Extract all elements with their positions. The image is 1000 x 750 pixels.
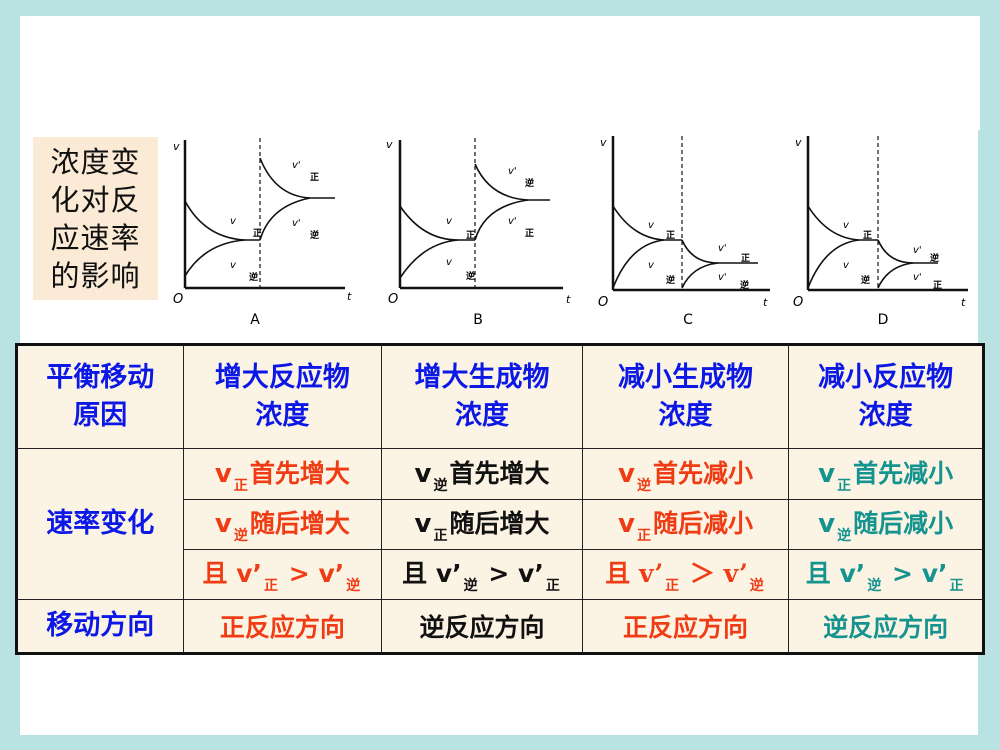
svg-text:v': v' [292,218,301,229]
x-axis-label: t [347,290,352,303]
svg-text:逆: 逆 [666,274,675,286]
rate-row-label: 速率变化 [16,448,184,600]
direction-cell-4: 逆反应方向 [788,599,984,654]
svg-text:O: O [598,295,608,310]
svg-text:逆: 逆 [861,274,870,286]
svg-text:v: v [386,138,393,151]
svg-text:v': v' [913,272,922,283]
svg-text:逆: 逆 [249,271,258,283]
equilibrium-table: 平衡移动原因 增大反应物浓度 增大生成物浓度 减小生成物浓度 减小反应物浓度 速… [15,343,985,655]
chart-b-plot: v O t v 正 v 逆 v' 逆 v' 正 B [386,138,571,328]
rate-cell-2-compare: 且 v’逆 > v’正 [381,549,583,600]
svg-text:O: O [793,295,803,310]
header-row-label: 平衡移动原因 [16,344,184,449]
side-label-box: 浓度变化对反应速率的影响 [33,137,158,300]
svg-text:t: t [961,296,966,309]
rate-cell-1-compare: 且 v’正 > v’逆 [182,549,383,600]
svg-text:v: v [843,220,850,231]
direction-row: 移动方向 正反应方向 逆反应方向 正反应方向 逆反应方向 [16,599,984,654]
svg-text:正: 正 [741,253,750,264]
svg-text:v: v [648,220,655,231]
svg-text:正: 正 [933,280,942,291]
svg-text:正: 正 [466,230,475,241]
rate-cell-4-compare: 且 v’逆 > v’正 [788,549,984,600]
svg-text:t: t [566,293,571,306]
svg-text:v: v [600,136,607,149]
chart-a: v O t v 正 v 逆 v' 正 v' 逆 A [165,128,365,333]
svg-text:v': v' [913,245,922,256]
header-col-1: 增大反应物浓度 [182,344,383,449]
chart-label: A [250,312,260,328]
svg-text:v': v' [508,166,517,177]
svg-text:v': v' [508,216,517,227]
chart-label: D [878,312,889,328]
svg-text:逆: 逆 [466,270,475,282]
svg-text:v: v [446,216,453,227]
svg-text:O: O [388,292,398,307]
svg-text:正: 正 [310,172,319,183]
svg-text:v': v' [292,160,301,171]
chart-b: v O t v 正 v 逆 v' 逆 v' 正 B [378,128,578,333]
svg-text:t: t [763,296,768,309]
header-col-4: 减小反应物浓度 [788,344,984,449]
svg-text:正: 正 [863,230,872,241]
header-row: 平衡移动原因 增大反应物浓度 增大生成物浓度 减小生成物浓度 减小反应物浓度 [16,344,984,449]
chart-label: C [683,312,693,328]
svg-text:正: 正 [666,230,675,241]
y-axis-label: v [173,140,180,153]
svg-text:正: 正 [253,228,262,239]
direction-cell-1: 正反应方向 [182,599,383,654]
origin-label: O [173,292,183,307]
svg-text:v': v' [718,243,727,254]
svg-text:逆: 逆 [310,229,319,241]
direction-row-label: 移动方向 [16,599,184,654]
side-label: 浓度变化对反应速率的影响 [50,144,141,293]
svg-text:逆: 逆 [740,279,749,291]
svg-text:v: v [446,257,453,268]
svg-text:v: v [843,260,850,271]
header-col-2: 增大生成物浓度 [381,344,583,449]
chart-a-plot: v O t v 正 v 逆 v' 正 v' 逆 A [173,138,352,328]
svg-text:v': v' [718,272,727,283]
chart-c-plot: v O t v正 v逆 v'正 v'逆 C [598,136,770,328]
svg-text:逆: 逆 [525,177,534,189]
direction-cell-2: 逆反应方向 [381,599,583,654]
direction-cell-3: 正反应方向 [581,599,790,654]
header-col-3: 减小生成物浓度 [581,344,790,449]
svg-text:v: v [230,216,237,227]
svg-text:正: 正 [525,228,534,239]
svg-text:v: v [230,260,237,271]
rate-cell-3-compare: 且 v’正 ＞ v’逆 [581,549,790,600]
chart-label: B [473,312,483,328]
svg-text:v: v [795,136,802,149]
svg-text:v: v [648,260,655,271]
chart-d-plot: v O t v正 v逆 v'逆 v'正 D [793,136,968,328]
svg-text:逆: 逆 [930,252,939,264]
